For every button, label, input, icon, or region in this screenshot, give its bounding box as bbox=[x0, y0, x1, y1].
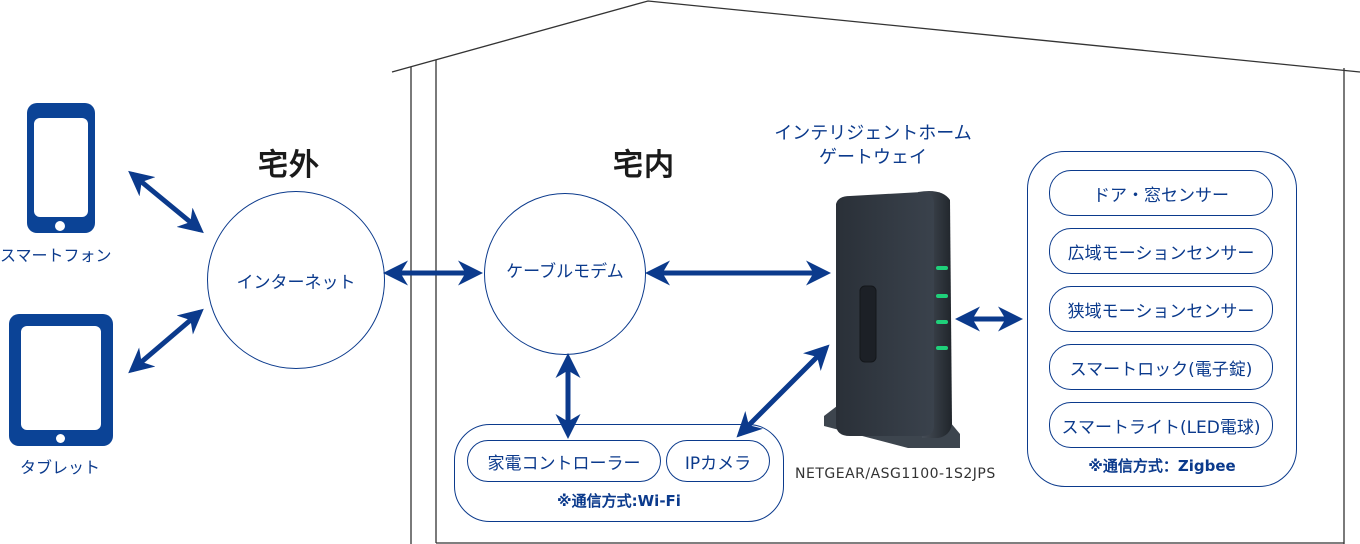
status-led bbox=[936, 294, 948, 298]
zigbee-item-smart-light: スマートライト(LED電球) bbox=[1049, 402, 1273, 448]
status-led bbox=[936, 266, 948, 270]
zigbee-comm-note: ※通信方式：Zigbee bbox=[1088, 457, 1236, 475]
arrow-tablet-internet bbox=[128, 308, 204, 374]
wifi-comm-note: ※通信方式:Wi-Fi bbox=[557, 492, 681, 510]
wifi-item-appliance-controller: 家電コントローラー bbox=[467, 440, 661, 482]
tablet-icon bbox=[9, 314, 113, 446]
tablet-label: タブレット bbox=[20, 458, 101, 477]
inside-zone-label: 宅内 bbox=[613, 148, 675, 183]
zigbee-device-group bbox=[1027, 151, 1297, 487]
gateway-title-line2: ゲートウェイ bbox=[819, 147, 927, 168]
outside-zone-label: 宅外 bbox=[258, 148, 320, 183]
zigbee-item-door-window-sensor: ドア・窓センサー bbox=[1049, 170, 1273, 216]
status-led bbox=[936, 346, 948, 350]
router-icon bbox=[824, 191, 960, 448]
internet-label: インターネット bbox=[236, 272, 356, 293]
gateway-title-line1: インテリジェントホーム bbox=[774, 123, 972, 144]
smartphone-label: スマートフォン bbox=[0, 246, 112, 265]
gateway-title: インテリジェントホーム ゲートウェイ bbox=[748, 122, 998, 170]
wifi-device-group bbox=[454, 424, 784, 522]
house-outline bbox=[391, 0, 1360, 544]
zigbee-item-smart-lock: スマートロック(電子錠) bbox=[1049, 344, 1273, 390]
cable-modem-label: ケーブルモデム bbox=[506, 261, 624, 282]
internet-node: インターネット bbox=[207, 191, 385, 369]
cable-modem-node: ケーブルモデム bbox=[484, 193, 646, 355]
smartphone-icon bbox=[27, 103, 95, 233]
status-led bbox=[936, 320, 948, 324]
arrow-smartphone-internet bbox=[128, 170, 204, 234]
arrow-gateway-camera bbox=[736, 344, 830, 438]
zigbee-item-wide-motion-sensor: 広域モーションセンサー bbox=[1049, 228, 1273, 274]
wifi-item-ip-camera: IPカメラ bbox=[666, 440, 770, 482]
gateway-model: NETGEAR/ASG1100-1S2JPS bbox=[795, 466, 996, 482]
zigbee-item-narrow-motion-sensor: 狭域モーションセンサー bbox=[1049, 286, 1273, 332]
